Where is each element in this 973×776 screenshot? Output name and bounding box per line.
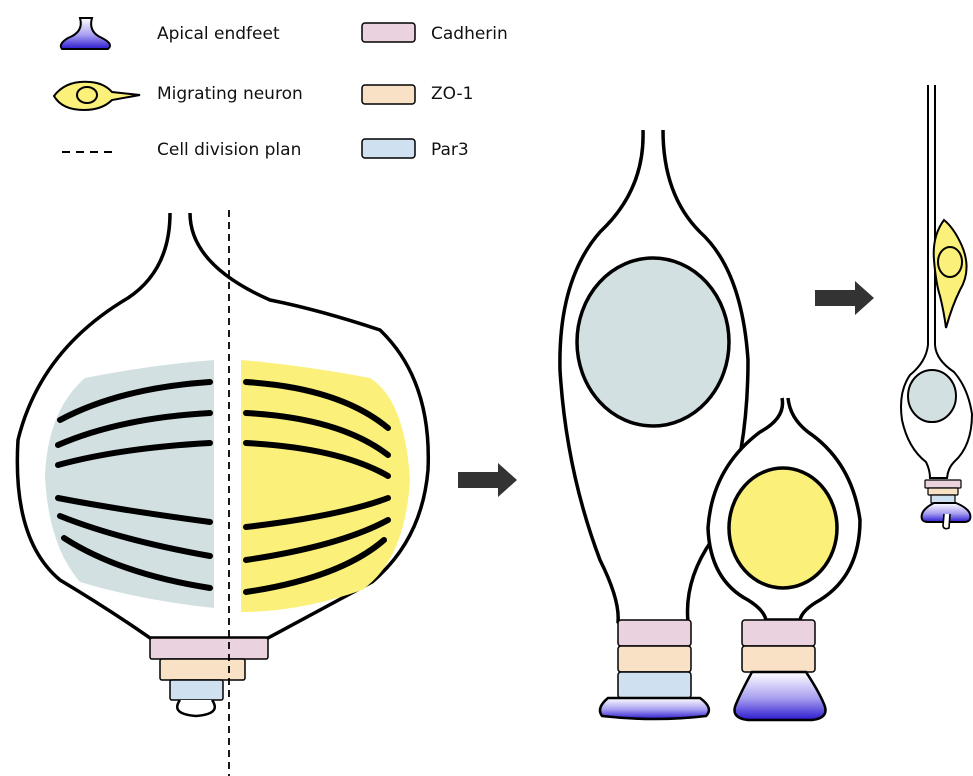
legend-label-zo1: ZO-1 xyxy=(431,84,473,104)
cadherin-band xyxy=(150,638,268,659)
legend-label-migrating-neuron: Migrating neuron xyxy=(157,84,303,104)
arrow-1 xyxy=(458,463,517,497)
radial-glia-zo1 xyxy=(928,488,958,495)
legend: Apical endfeet Migrating neuron Cell div… xyxy=(54,18,508,160)
small-daughter-nucleus xyxy=(729,468,837,588)
tall-daughter-endfoot xyxy=(600,698,709,719)
dividing-progenitor-cell xyxy=(17,210,428,776)
small-daughter-cadherin xyxy=(742,620,815,646)
migrating-neuron-nucleus xyxy=(938,247,962,277)
small-daughter-zo1 xyxy=(742,646,815,672)
arrow-2 xyxy=(815,281,874,315)
par3-band xyxy=(170,680,223,700)
zo1-band xyxy=(160,659,245,680)
daughter-cells xyxy=(560,130,860,720)
tall-daughter-zo1 xyxy=(618,646,691,672)
zo1-swatch xyxy=(362,85,415,104)
radial-glia-par3 xyxy=(931,495,955,503)
radial-glia-nucleus xyxy=(908,370,956,422)
legend-label-apical-endfeet: Apical endfeet xyxy=(157,24,280,44)
radial-glia-with-neuron xyxy=(901,85,972,529)
cadherin-swatch xyxy=(362,23,415,42)
migrating-neuron-icon xyxy=(54,82,140,110)
legend-label-cadherin: Cadherin xyxy=(431,24,508,44)
par3-swatch xyxy=(362,139,415,158)
legend-label-cell-division-plan: Cell division plan xyxy=(157,140,301,160)
radial-glia-stub xyxy=(943,514,950,529)
small-daughter-endfoot xyxy=(735,672,826,720)
tall-daughter-par3 xyxy=(618,672,691,698)
radial-glia-cadherin xyxy=(925,480,961,488)
legend-label-par3: Par3 xyxy=(431,140,469,160)
tall-daughter-nucleus xyxy=(577,258,729,426)
apical-loop xyxy=(177,700,215,716)
apical-endfoot-icon xyxy=(61,18,110,49)
tall-daughter-cadherin xyxy=(618,620,691,646)
